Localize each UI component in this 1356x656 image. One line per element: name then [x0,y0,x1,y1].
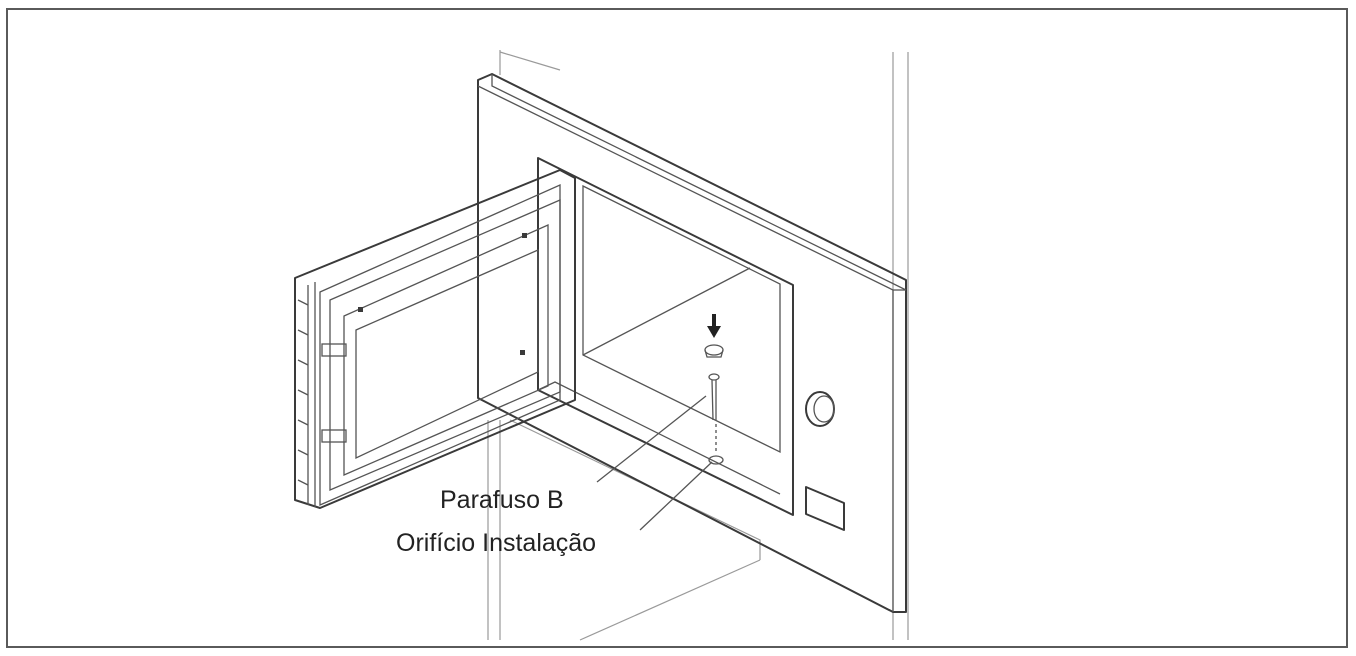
oven-cavity [537,157,794,516]
display-window [805,486,845,531]
screw-label: Parafuso B [440,486,564,514]
installation-hole [708,455,724,465]
control-knob-icon [805,391,835,427]
screw-b [708,373,720,452]
down-arrow-icon [707,314,721,338]
figure-frame [6,8,1348,648]
hole-leader-line [639,461,713,531]
cabinet [487,50,909,641]
screw-leader-line [596,395,707,483]
screw-cap [704,344,724,358]
hole-label: Orifício Instalação [396,529,596,557]
microwave-body [477,73,907,613]
oven-door [294,169,576,509]
